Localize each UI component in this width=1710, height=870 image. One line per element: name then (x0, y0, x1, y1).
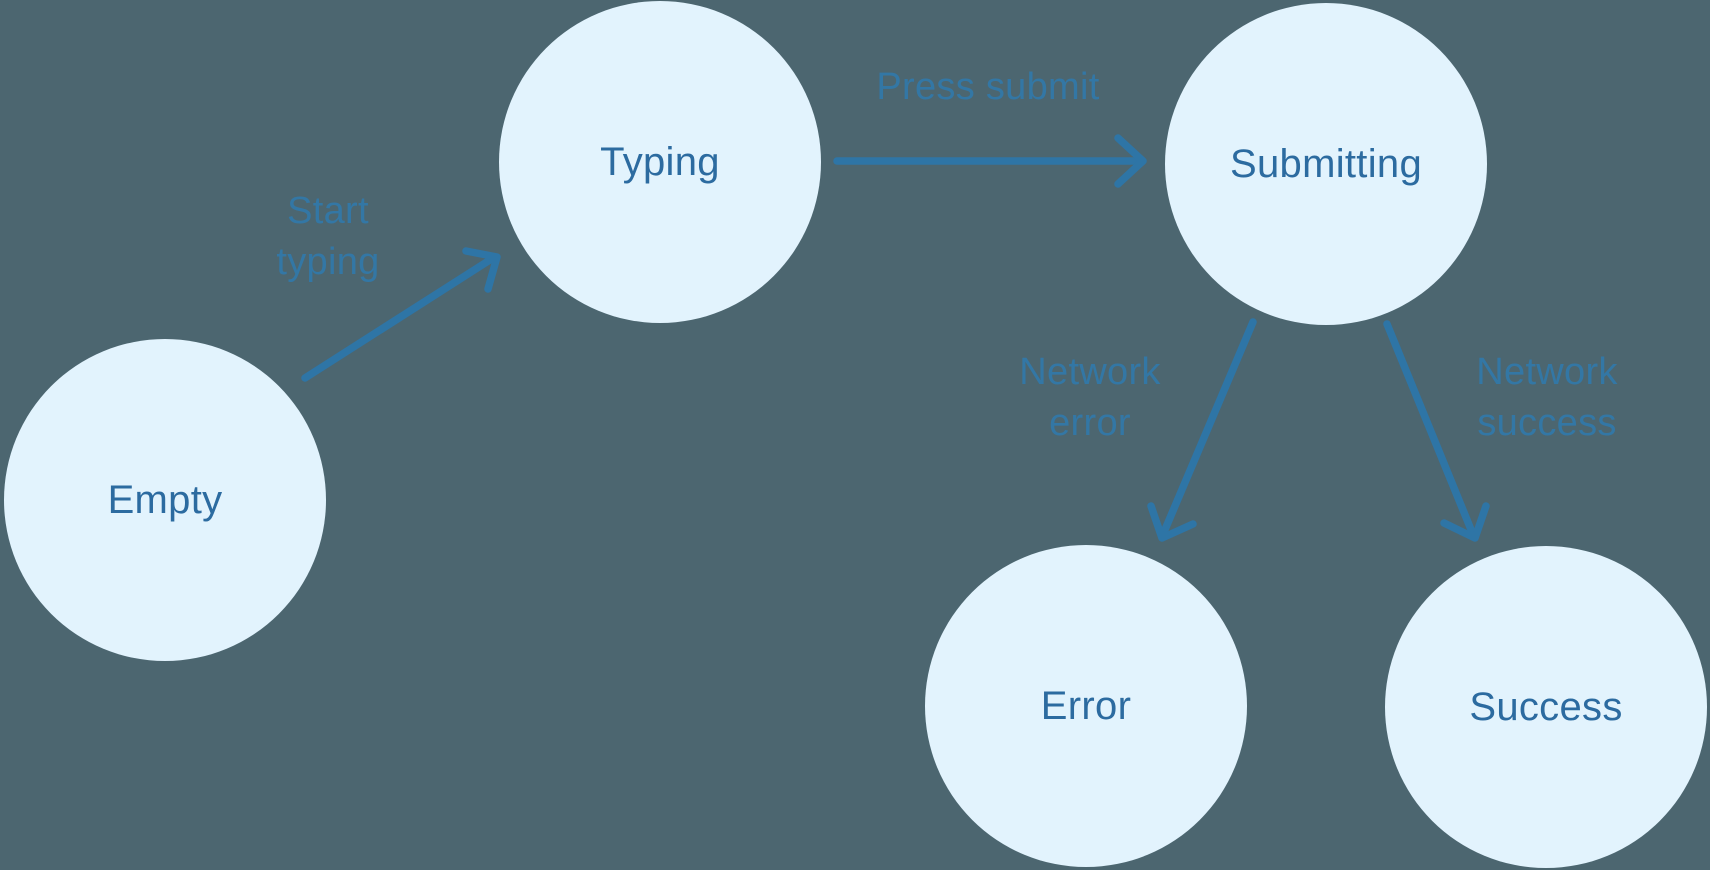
edge-label-start-typing: Start typing (276, 190, 380, 283)
state-node-success: Success (1385, 546, 1707, 868)
edge-label-network-success: Network success (1476, 351, 1618, 444)
edge-arrow-submitting-to-error (1147, 318, 1257, 542)
state-label-empty: Empty (107, 477, 223, 522)
state-label-error: Error (1040, 683, 1132, 728)
edge-arrow-empty-to-typing (301, 247, 501, 382)
edge-label-press-submit: Press submit (876, 66, 1100, 108)
edge-arrow-typing-to-submitting (833, 134, 1147, 188)
state-label-submitting: Submitting (1230, 141, 1422, 186)
edge-label-network-error: Network error (1019, 351, 1161, 444)
state-node-typing: Typing (499, 1, 821, 323)
state-label-typing: Typing (600, 139, 720, 184)
edge-arrow-submitting-to-success (1383, 320, 1490, 542)
state-node-empty: Empty (4, 339, 326, 661)
state-node-error: Error (925, 545, 1247, 867)
state-node-submitting: Submitting (1165, 3, 1487, 325)
state-label-success: Success (1469, 684, 1623, 729)
